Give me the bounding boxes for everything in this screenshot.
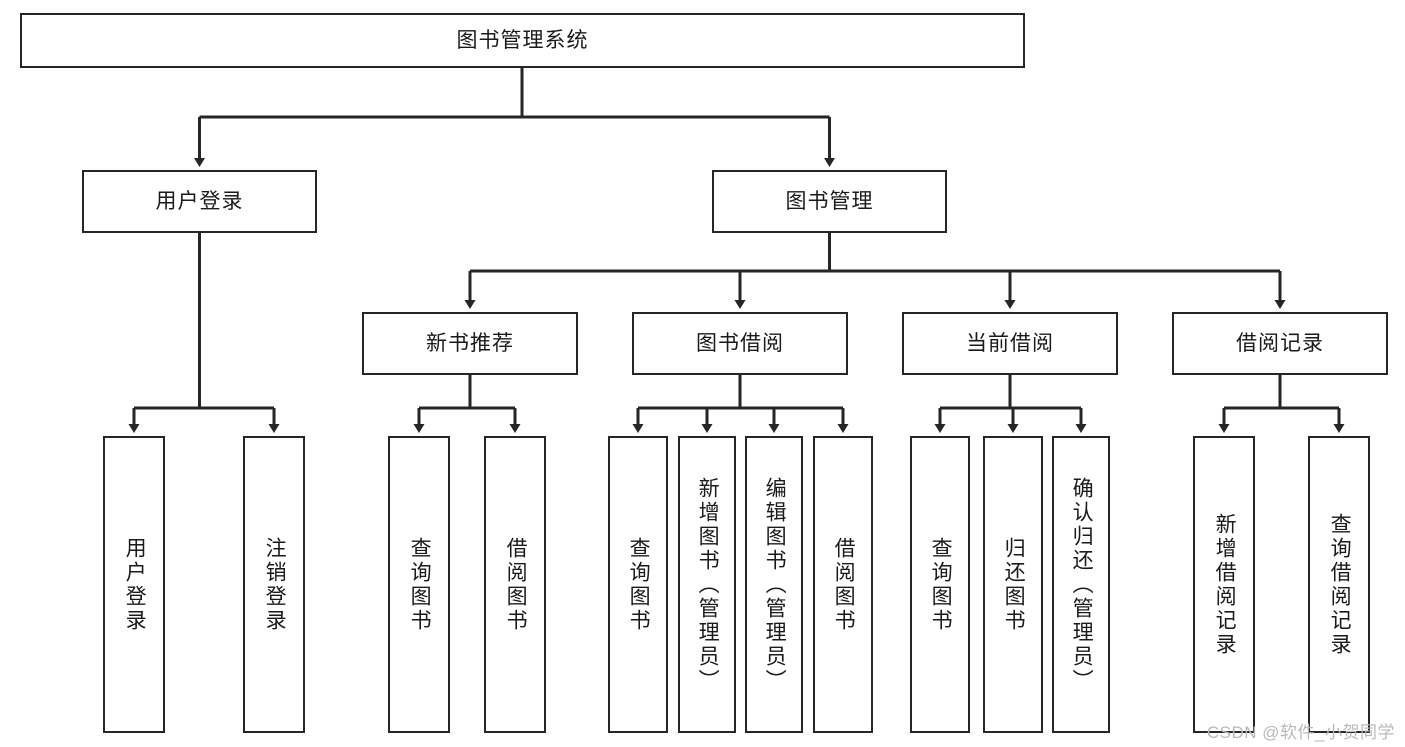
node-book-borrow[interactable]: 图书借阅 xyxy=(632,312,848,375)
node-book-management[interactable]: 图书管理 xyxy=(712,170,947,233)
node-leaf-add-book[interactable]: 新增图书（管理员） xyxy=(678,436,736,733)
node-leaf-borrow-book-2[interactable]: 借阅图书 xyxy=(813,436,873,733)
node-user-login[interactable]: 用户登录 xyxy=(82,170,317,233)
watermark-label: CSDN @软件_小贺同学 xyxy=(1206,723,1395,742)
node-leaf-borrow-book-1[interactable]: 借阅图书 xyxy=(484,436,546,733)
node-leaf-edit-book[interactable]: 编辑图书（管理员） xyxy=(745,436,803,733)
node-leaf-confirm-return[interactable]: 确认归还（管理员） xyxy=(1052,436,1110,733)
node-leaf-logout[interactable]: 注销登录 xyxy=(243,436,305,733)
node-leaf-query-book-2[interactable]: 查询图书 xyxy=(608,436,668,733)
node-new-book-recommend[interactable]: 新书推荐 xyxy=(362,312,578,375)
node-root[interactable]: 图书管理系统 xyxy=(20,13,1025,68)
node-leaf-query-record[interactable]: 查询借阅记录 xyxy=(1308,436,1370,733)
node-borrow-record[interactable]: 借阅记录 xyxy=(1172,312,1388,375)
node-leaf-return-book[interactable]: 归还图书 xyxy=(983,436,1043,733)
node-leaf-add-record[interactable]: 新增借阅记录 xyxy=(1193,436,1255,733)
node-leaf-user-login[interactable]: 用户登录 xyxy=(103,436,165,733)
node-leaf-query-book-3[interactable]: 查询图书 xyxy=(910,436,970,733)
node-leaf-query-book-1[interactable]: 查询图书 xyxy=(388,436,450,733)
node-current-borrow[interactable]: 当前借阅 xyxy=(902,312,1118,375)
